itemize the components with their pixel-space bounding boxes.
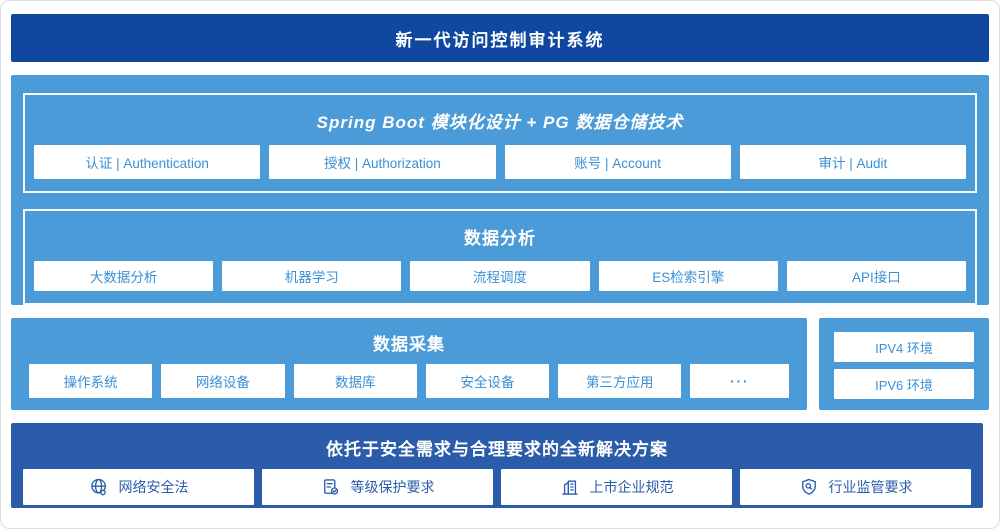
ip-environment-section: IPV4 环境 IPV6 环境 (819, 318, 989, 410)
building-icon (560, 477, 580, 497)
data-analysis-title: 数据分析 (464, 229, 536, 248)
page-title: 新一代访问控制审计系统 (395, 30, 605, 50)
solution-industry-supervision: 行业监管要求 (740, 469, 971, 505)
module-machine-learning: 机器学习 (222, 261, 402, 291)
globe-network-icon (89, 477, 109, 497)
document-check-icon (321, 477, 341, 497)
solution-section: 依托于安全需求与合理要求的全新解决方案 网络安全法 (11, 423, 983, 508)
module-bigdata-analysis: 大数据分析 (34, 261, 214, 291)
source-network-device: 网络设备 (161, 364, 285, 398)
source-more-ellipsis: ··· (690, 364, 790, 398)
solution-classified-protection: 等级保护要求 (262, 469, 493, 505)
source-security-device: 安全设备 (425, 364, 550, 398)
module-es-search-engine: ES检索引擎 (598, 261, 778, 291)
analysis-module-row: 大数据分析 机器学习 流程调度 ES检索引擎 API接口 (34, 261, 967, 291)
solution-listed-company-standard: 上市企业规范 (501, 469, 732, 505)
source-operating-system: 操作系统 (29, 364, 153, 398)
solution-item-label: 网络安全法 (118, 479, 189, 495)
solution-item-label: 行业监管要求 (828, 479, 913, 495)
solution-item-label: 等级保护要求 (350, 479, 435, 495)
solution-title: 依托于安全需求与合理要求的全新解决方案 (326, 440, 668, 459)
module-authorization: 授权 | Authorization (269, 145, 496, 179)
module-account: 账号 | Account (504, 145, 731, 179)
platform-section: Spring Boot 模块化设计 + PG 数据仓储技术 认证 | Authe… (11, 75, 989, 305)
data-collection-section: 数据采集 操作系统 网络设备 数据库 安全设备 第三方应用 ··· (11, 318, 807, 410)
spring-boot-title: Spring Boot 模块化设计 + PG 数据仓储技术 (316, 113, 684, 132)
data-collection-title: 数据采集 (373, 335, 445, 354)
module-api-interface: API接口 (786, 261, 967, 291)
auth-module-row: 认证 | Authentication 授权 | Authorization 账… (34, 145, 966, 179)
module-workflow-scheduling: 流程调度 (410, 261, 590, 291)
solution-cybersecurity-law: 网络安全法 (23, 469, 254, 505)
collection-env-row: 数据采集 操作系统 网络设备 数据库 安全设备 第三方应用 ··· IPV4 环… (11, 318, 989, 410)
module-audit: 审计 | Audit (739, 145, 966, 179)
data-analysis-subsection: 数据分析 大数据分析 机器学习 流程调度 ES检索引擎 API接口 (23, 209, 977, 305)
system-title-banner: 新一代访问控制审计系统 (11, 14, 989, 62)
source-third-party-app: 第三方应用 (558, 364, 682, 398)
source-database: 数据库 (293, 364, 417, 398)
shield-search-icon (799, 477, 819, 497)
env-ipv4: IPV4 环境 (834, 332, 974, 362)
solution-item-row: 网络安全法 等级保护要求 上市企 (23, 469, 971, 505)
spring-boot-subsection: Spring Boot 模块化设计 + PG 数据仓储技术 认证 | Authe… (23, 93, 977, 193)
collection-source-row: 操作系统 网络设备 数据库 安全设备 第三方应用 ··· (29, 364, 790, 398)
module-authentication: 认证 | Authentication (34, 145, 261, 179)
env-ipv6: IPV6 环境 (834, 369, 974, 399)
solution-item-label: 上市企业规范 (589, 479, 674, 495)
